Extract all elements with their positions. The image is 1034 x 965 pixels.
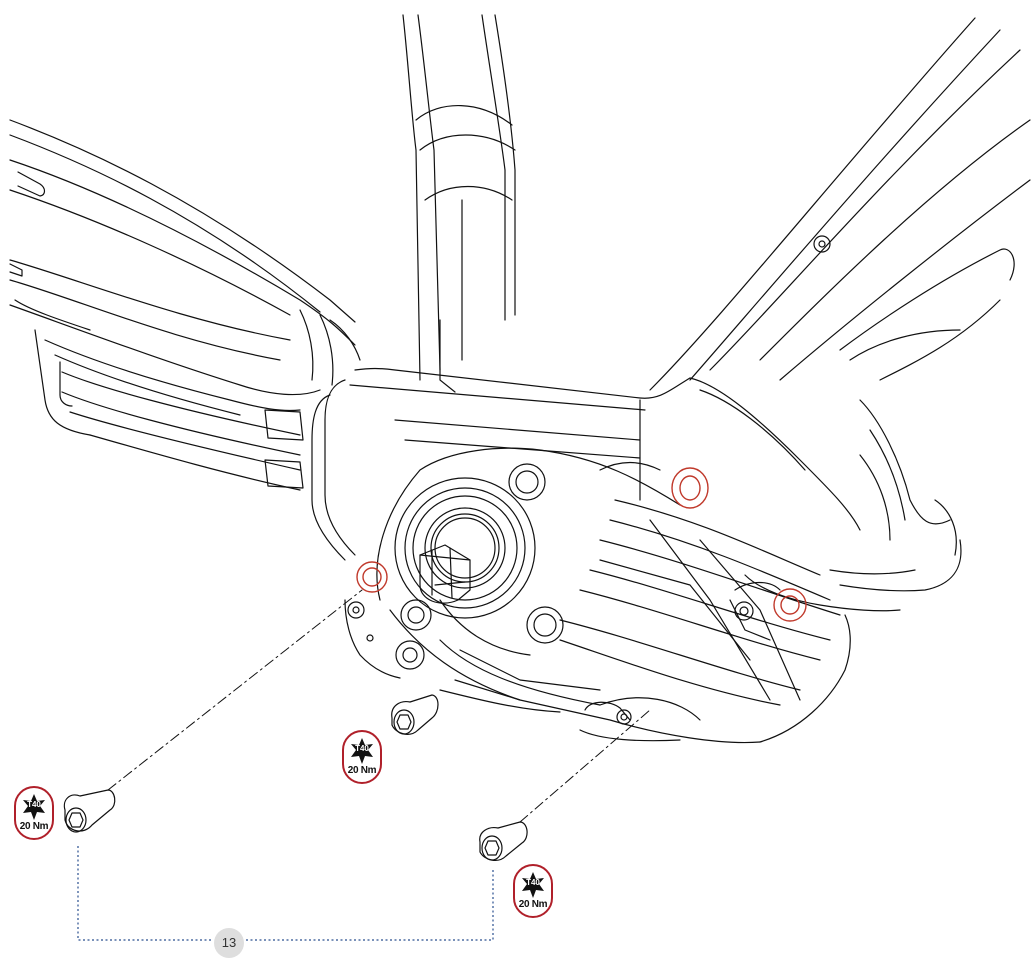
- torque-badge-right: T40 20 Nm: [513, 864, 553, 918]
- torx-t40-icon: [351, 738, 373, 764]
- torque-value-label: 20 Nm: [347, 765, 377, 776]
- torx-t40-icon: [522, 872, 544, 898]
- chain-stay: [9, 119, 361, 491]
- callout-leader: [77, 846, 494, 941]
- motor-bolts: [344, 463, 781, 725]
- callout-number: 13: [214, 928, 244, 958]
- torque-badge-left: T40 20 Nm: [14, 786, 54, 840]
- assembly-lines: [107, 589, 651, 823]
- torx-size-label: T40: [27, 800, 41, 809]
- torque-value-label: 20 Nm: [19, 821, 49, 832]
- down-tube: [649, 17, 1031, 541]
- torque-value-label: 20 Nm: [518, 899, 548, 910]
- seat-tube: [402, 14, 516, 393]
- loose-bolts: [63, 694, 528, 861]
- bottom-bracket-shell: [311, 367, 962, 612]
- crank-spindle: [394, 477, 536, 619]
- mount-points: [356, 467, 807, 622]
- torque-badge-middle: T40 20 Nm: [342, 730, 382, 784]
- torx-size-label: T40: [526, 878, 540, 887]
- torx-size-label: T40: [355, 744, 369, 753]
- torx-t40-icon: [23, 794, 45, 820]
- motor-housing: [376, 447, 851, 744]
